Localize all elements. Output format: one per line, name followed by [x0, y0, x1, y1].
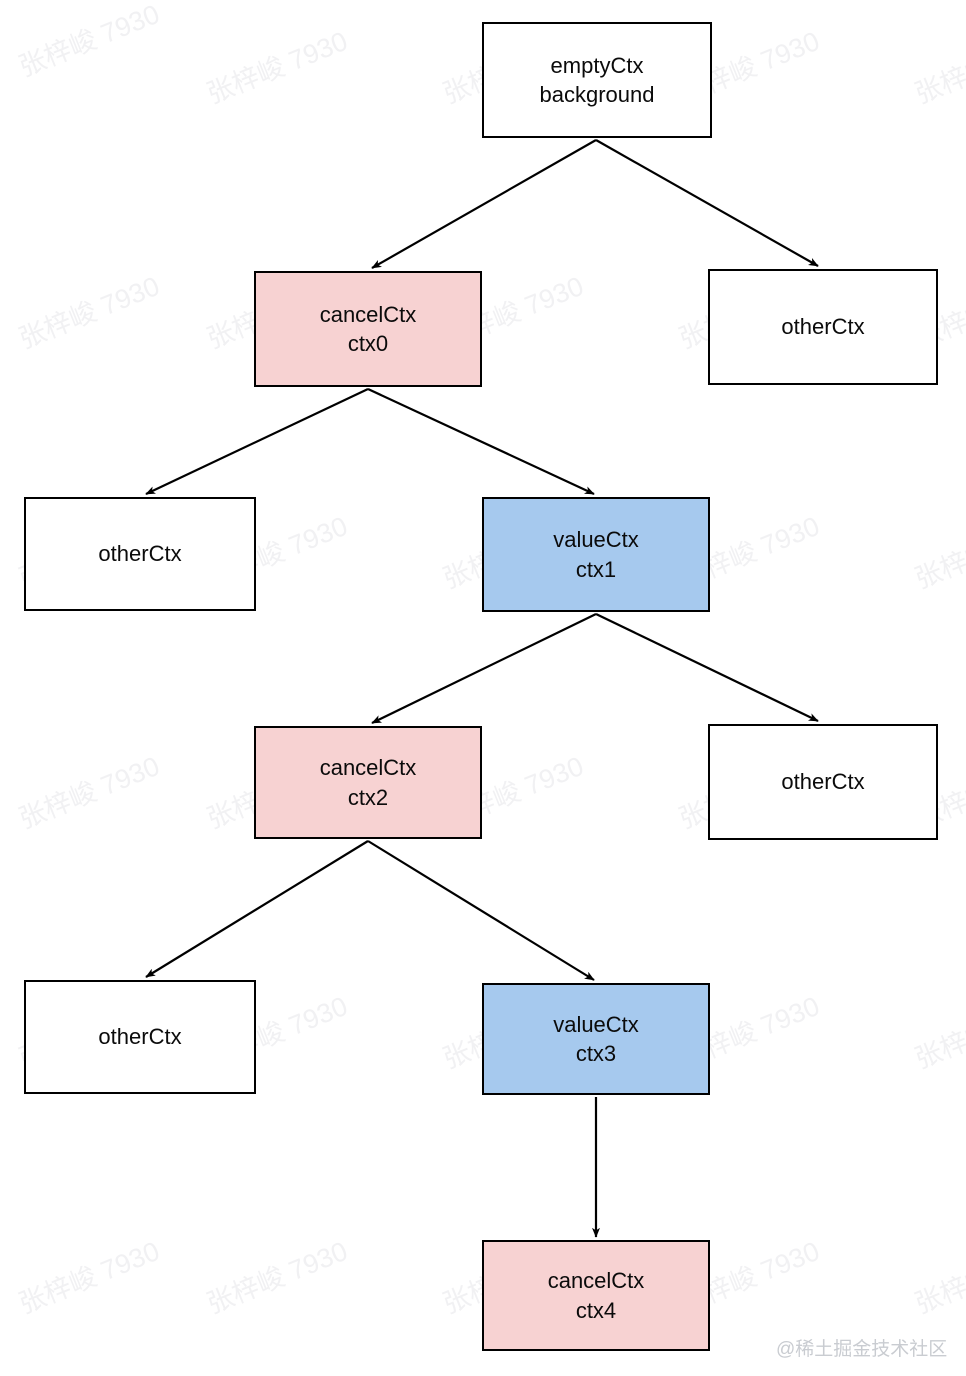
node-label-type: valueCtx	[553, 527, 639, 553]
node-label-name: ctx3	[575, 1041, 617, 1066]
node-other_c[interactable]: otherCtx	[708, 724, 938, 840]
watermark-text: 张梓峻 7930	[14, 750, 164, 835]
node-label-name: ctx0	[347, 331, 389, 356]
node-ctx3[interactable]: valueCtx ctx3	[482, 983, 710, 1095]
edge-empty-to-other_a	[595, 139, 819, 267]
node-ctx0[interactable]: cancelCtx ctx0	[254, 271, 482, 387]
edge-ctx0-to-other_b	[145, 388, 369, 495]
node-ctx1[interactable]: valueCtx ctx1	[482, 497, 710, 612]
watermark-text: 张梓峻 7930	[14, 1235, 164, 1320]
node-label-type: valueCtx	[553, 1011, 639, 1037]
edge-ctx1-to-other_c	[595, 613, 819, 722]
node-label-type: otherCtx	[781, 314, 865, 340]
node-other_a[interactable]: otherCtx	[708, 269, 938, 385]
edge-ctx2-to-other_d	[145, 840, 369, 978]
node-label-type: emptyCtx	[550, 52, 644, 78]
node-other_b[interactable]: otherCtx	[24, 497, 256, 611]
node-ctx2[interactable]: cancelCtx ctx2	[254, 726, 482, 839]
node-label-type: otherCtx	[98, 541, 182, 567]
edge-ctx1-to-ctx2	[371, 613, 597, 724]
node-label-type: cancelCtx	[547, 1268, 645, 1294]
node-label-name: ctx4	[575, 1297, 617, 1323]
watermark-text: 张梓峻 7930	[910, 991, 966, 1075]
edge-empty-to-ctx0	[371, 139, 597, 269]
watermark-text: 张梓峻 7930	[202, 1235, 352, 1320]
edge-ctx2-to-ctx3	[367, 840, 595, 981]
node-label-type: otherCtx	[781, 769, 865, 795]
node-label-type: cancelCtx	[319, 755, 417, 781]
attribution-label: @稀土掘金技术社区	[776, 1339, 948, 1360]
node-other_d[interactable]: otherCtx	[24, 980, 256, 1094]
node-label-type: otherCtx	[98, 1024, 182, 1050]
node-label-name: background	[539, 82, 655, 107]
node-label-type: cancelCtx	[319, 301, 417, 327]
node-ctx4[interactable]: cancelCtx ctx4	[482, 1240, 710, 1351]
node-empty[interactable]: emptyCtx background	[482, 22, 712, 138]
watermark-text: 张梓峻 7930	[14, 270, 164, 355]
node-label-name: ctx2	[347, 784, 389, 810]
watermark-text: 张梓峻 7930	[910, 26, 966, 110]
watermark-text: 张梓峻 7930	[910, 511, 966, 595]
watermark-text: 张梓峻 7930	[202, 25, 352, 110]
edge-ctx0-to-ctx1	[367, 388, 595, 495]
watermark-text: 张梓峻 7930	[910, 1236, 966, 1320]
node-label-name: ctx1	[575, 556, 617, 582]
watermark-text: 张梓峻 7930	[14, 0, 164, 83]
